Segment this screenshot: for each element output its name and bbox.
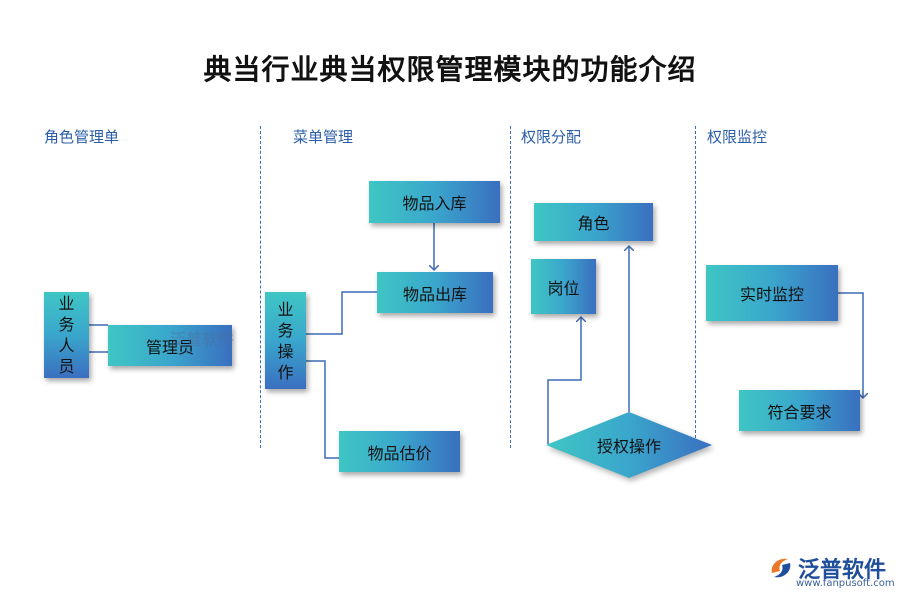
node-goods-in-label: 物品入库 [402,194,467,213]
connector-staff-admin [88,324,108,353]
authorize-diamond-shape [546,412,712,478]
node-realtime-monitor-label: 实时监控 [739,285,804,304]
brand-logo: 泛普软件 [768,552,886,584]
node-goods-out: 物品出库 [377,272,493,313]
node-position-label: 岗位 [547,278,580,298]
node-position: 岗位 [531,259,596,314]
column-header-permission-assignment: 权限分配 [521,128,582,146]
node-authorize: 授权操作 [546,412,712,478]
node-goods-in: 物品入库 [369,181,500,223]
connector-authorize-to-position [547,317,581,444]
node-staff: 业务人员 [44,292,89,378]
column-divider [260,126,261,448]
node-compliant: 符合要求 [739,390,860,431]
node-business-operations-label: 业务操作 [277,299,294,382]
column-header-menu-management: 菜单管理 [293,128,354,146]
node-business-operations: 业务操作 [265,292,306,389]
node-goods-valuation: 物品估价 [339,431,460,472]
node-realtime-monitor: 实时监控 [706,265,838,321]
node-compliant-label: 符合要求 [767,402,832,422]
node-admin-label: 管理员 [145,337,194,357]
connector-monitor-to-compliant [838,292,863,398]
node-goods-valuation-label: 物品估价 [367,443,432,463]
watermark: 泛普软件 [170,330,235,349]
node-admin: 管理员 [108,325,232,366]
column-divider [510,126,511,448]
node-role-label: 角色 [577,214,610,233]
page-title: 典当行业典当权限管理模块的功能介绍 [203,53,697,86]
column-header-permission-monitoring: 权限监控 [707,128,768,146]
node-staff-label: 业务人员 [58,294,75,376]
brand-logo-name: 泛普软件 [798,558,887,583]
node-authorize-label: 授权操作 [596,437,661,456]
brand-logo-icon [771,558,791,578]
column-divider [695,126,696,448]
connector-ops-to-goods-out [305,291,377,335]
brand-logo-url: www.fanpusoft.com [796,578,895,589]
node-goods-out-label: 物品出库 [402,284,467,304]
column-header-role-management: 角色管理单 [44,128,120,146]
connector-ops-to-valuation [305,360,339,459]
node-role: 角色 [534,203,653,241]
